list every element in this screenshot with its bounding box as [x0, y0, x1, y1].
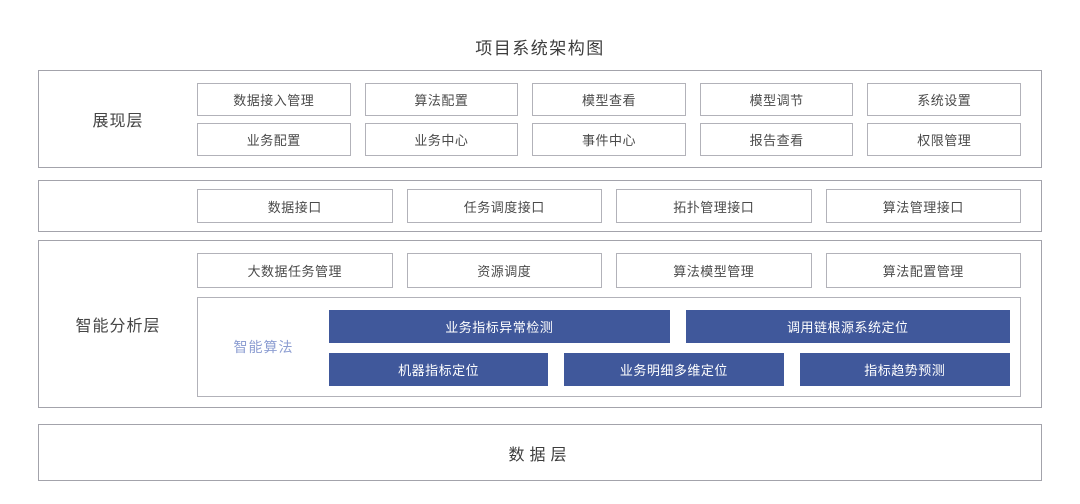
data-layer-label: 数据层 [508, 446, 572, 464]
module-box-report-view: 报告查看 [699, 123, 854, 156]
interface-box-topology-mgmt: 拓扑管理接口 [616, 189, 812, 223]
analysis-layer-label: 智能分析层 [75, 318, 161, 335]
page-title: 项目系统架构图 [475, 39, 605, 58]
analysis-layer-grid: 大数据任务管理 资源调度 算法模型管理 算法配置管理 [197, 253, 1021, 288]
algo-box-business-multidim-location: 业务明细多维定位 [564, 353, 784, 386]
module-box-algorithm-config: 算法配置 [364, 83, 519, 116]
module-box-model-tuning: 模型调节 [699, 83, 854, 116]
algo-box-machine-metric-location: 机器指标定位 [329, 353, 549, 386]
algo-box-metric-anomaly-detection: 业务指标异常检测 [329, 310, 670, 343]
algo-box-trace-root-cause-location: 调用链根源系统定位 [685, 310, 1010, 343]
module-box-event-center: 事件中心 [532, 123, 686, 156]
analysis-layer: 智能分析层 大数据任务管理 资源调度 算法模型管理 算法配置管理 智能算法 业务… [38, 240, 1042, 408]
module-box-system-settings: 系统设置 [867, 83, 1021, 116]
algo-box-metric-trend-forecast: 指标趋势预测 [799, 353, 1010, 386]
interface-layer-grid: 数据接口 任务调度接口 拓扑管理接口 算法管理接口 [197, 189, 1021, 223]
interface-box-data: 数据接口 [197, 189, 393, 223]
module-box-model-view: 模型查看 [532, 83, 686, 116]
module-box-algorithm-model-mgmt: 算法模型管理 [616, 253, 812, 288]
presentation-layer-grid: 数据接入管理 算法配置 模型查看 模型调节 系统设置 业务配置 业务中心 事件中… [197, 83, 1021, 156]
data-layer: 数据层 [38, 424, 1042, 481]
smart-algorithms-label: 智能算法 [233, 339, 294, 355]
module-box-permission-mgmt: 权限管理 [867, 123, 1021, 156]
module-box-bigdata-task-mgmt: 大数据任务管理 [197, 253, 393, 288]
module-box-business-config: 业务配置 [197, 123, 351, 156]
module-box-resource-scheduling: 资源调度 [406, 253, 602, 288]
algo-row-2: 机器指标定位 业务明细多维定位 指标趋势预测 [329, 353, 1010, 386]
interface-layer: 数据接口 任务调度接口 拓扑管理接口 算法管理接口 [38, 180, 1042, 232]
module-box-data-access-mgmt: 数据接入管理 [197, 83, 351, 116]
presentation-layer: 展现层 数据接入管理 算法配置 模型查看 模型调节 系统设置 业务配置 业务中心… [38, 70, 1042, 168]
interface-box-task-scheduling: 任务调度接口 [406, 189, 602, 223]
smart-algorithms-panel: 智能算法 业务指标异常检测 调用链根源系统定位 机器指标定位 业务明细多维定位 … [197, 297, 1021, 397]
algo-row-1: 业务指标异常检测 调用链根源系统定位 [329, 310, 1010, 343]
presentation-layer-label: 展现层 [92, 113, 144, 130]
interface-box-algorithm-mgmt: 算法管理接口 [825, 189, 1021, 223]
module-box-business-center: 业务中心 [364, 123, 519, 156]
smart-algorithms-grid: 业务指标异常检测 调用链根源系统定位 机器指标定位 业务明细多维定位 指标趋势预… [329, 310, 1010, 386]
module-box-algorithm-config-mgmt: 算法配置管理 [825, 253, 1021, 288]
